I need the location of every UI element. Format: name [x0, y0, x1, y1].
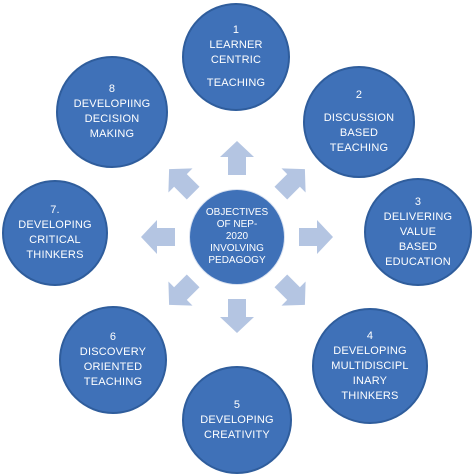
center-objectives-node: OBJECTIVES OF NEP- 2020 INVOLVING PEDAGO…	[189, 189, 285, 285]
objective-node-6: 6 DISCOVERY ORIENTED TEACHING	[59, 306, 167, 414]
objective-number-6: 6	[109, 331, 117, 343]
arrow-up-icon	[220, 141, 254, 175]
objective-number-3: 3	[414, 195, 422, 208]
arrow-down-right-icon	[274, 274, 306, 306]
objective-label-8: DEVELOPIING DECISION MAKING	[73, 98, 151, 140]
arrow-right-icon	[299, 220, 333, 254]
objective-number-2: 2	[355, 89, 363, 101]
objective-node-2: 2 DISCUSSION BASED TEACHING	[303, 66, 415, 178]
objective-label-6: DISCOVERY ORIENTED TEACHING	[79, 346, 147, 388]
objective-label-4: DEVELOPING MULTIDISCIPL INARY THINKERS	[331, 344, 409, 402]
objective-node-5: 5 DEVELOPING CREATIVITY	[182, 366, 292, 474]
objective-node-4: 4 DEVELOPING MULTIDISCIPL INARY THINKERS	[312, 308, 428, 424]
arrow-up-left-icon	[168, 168, 200, 200]
objective-label-2: DISCUSSION BASED TEACHING	[323, 112, 395, 154]
objective-node-1: 1 LEARNER CENTRIC TEACHING	[182, 3, 290, 111]
objective-label-5: DEVELOPING CREATIVITY	[200, 413, 274, 441]
arrow-up-right-icon	[274, 168, 306, 200]
arrow-left-icon	[141, 220, 175, 254]
objective-number-1: 1	[232, 24, 240, 36]
arrow-down-icon	[220, 299, 254, 333]
objective-label-7: DEVELOPING CRITICAL THINKERS	[18, 219, 92, 261]
objective-node-7: 7. DEVELOPING CRITICAL THINKERS	[2, 180, 108, 286]
objective-label-1b: TEACHING	[206, 77, 266, 89]
objective-number-5: 5	[233, 398, 241, 411]
objective-node-8: 8 DEVELOPIING DECISION MAKING	[56, 56, 168, 168]
objective-number-8: 8	[108, 83, 116, 95]
objective-label-3: DELIVERING VALUE BASED EDUCATION	[383, 210, 453, 268]
objective-number-4: 4	[366, 329, 374, 342]
objective-node-3: 3 DELIVERING VALUE BASED EDUCATION	[364, 178, 472, 286]
arrow-down-left-icon	[168, 274, 200, 306]
objective-label-1: LEARNER CENTRIC	[209, 39, 263, 66]
objective-number-7: 7.	[50, 204, 60, 216]
